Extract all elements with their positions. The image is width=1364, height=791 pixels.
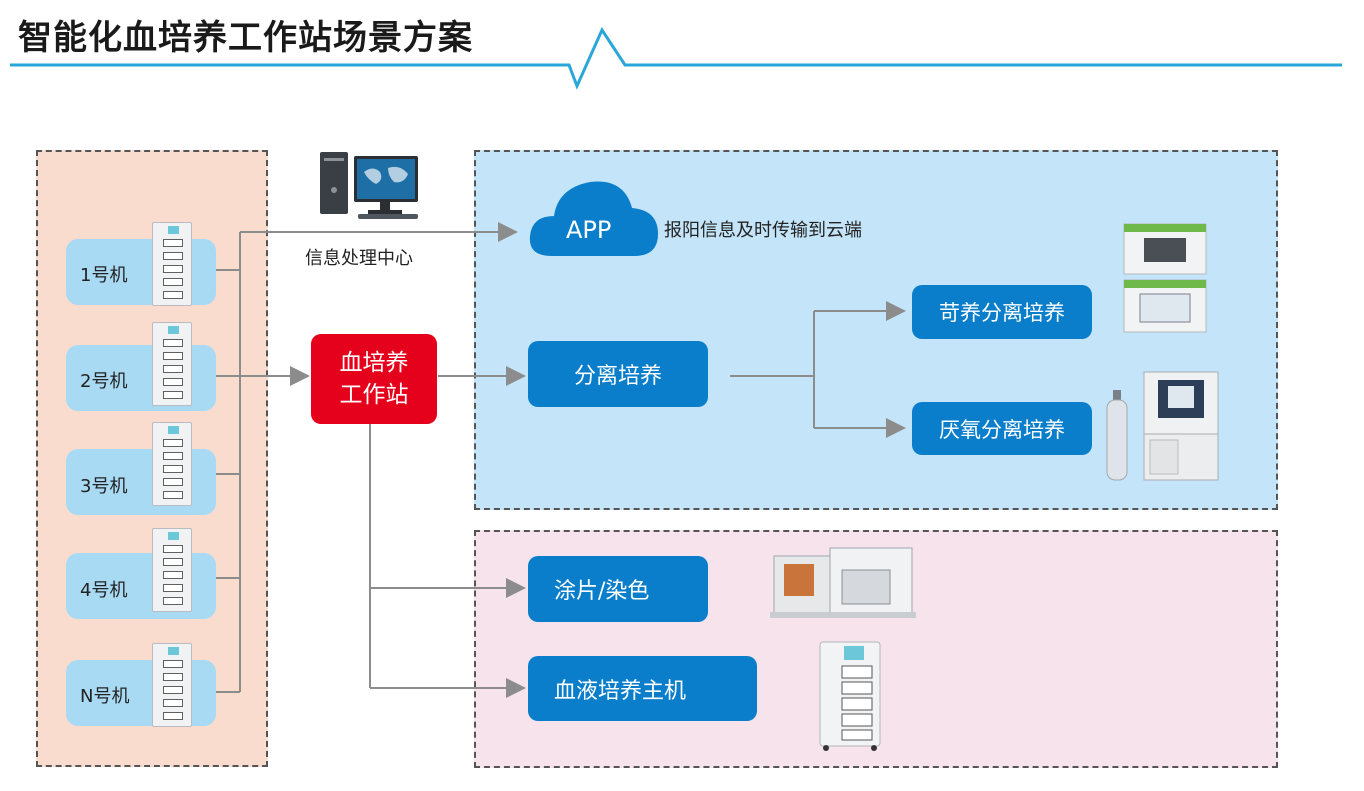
workstation-node[interactable]: 血培养 工作站 [311, 334, 437, 424]
smear-button[interactable]: 涂片/染色 [528, 556, 708, 622]
processing-center-label: 信息处理中心 [305, 248, 413, 269]
cabinet-icon [152, 528, 192, 612]
blood-culture-host-icon [819, 641, 881, 751]
workstation-line2: 工作站 [339, 382, 409, 408]
host-button[interactable]: 血液培养主机 [528, 656, 757, 721]
cabinet-icon [152, 222, 192, 306]
cabinet-icon [152, 322, 192, 406]
anaerobic-button[interactable]: 厌氧分离培养 [912, 402, 1092, 455]
anaerobic-station-icon [1143, 371, 1219, 481]
workstation-line1: 血培养 [339, 350, 409, 376]
separation-button[interactable]: 分离培养 [528, 341, 708, 407]
aerobic-button[interactable]: 苛养分离培养 [912, 285, 1092, 339]
incubator-icon [1123, 223, 1207, 333]
cloud-description: 报阳信息及时传输到云端 [664, 220, 862, 241]
machine-2-label: 2号机 [80, 371, 128, 392]
machine-3-label: 3号机 [80, 476, 128, 497]
machine-n-label: N号机 [80, 686, 130, 707]
gas-cylinder-icon [1106, 390, 1128, 481]
machine-4-label: 4号机 [80, 580, 128, 601]
cabinet-icon [152, 422, 192, 506]
cabinet-icon [152, 643, 192, 727]
computer-icon [320, 152, 418, 219]
cloud-app-label: APP [566, 216, 612, 244]
page-title: 智能化血培养工作站场景方案 [18, 18, 473, 58]
smear-stainer-icon [770, 547, 916, 618]
cloud-icon[interactable] [528, 172, 660, 258]
machine-1-label: 1号机 [80, 265, 128, 286]
